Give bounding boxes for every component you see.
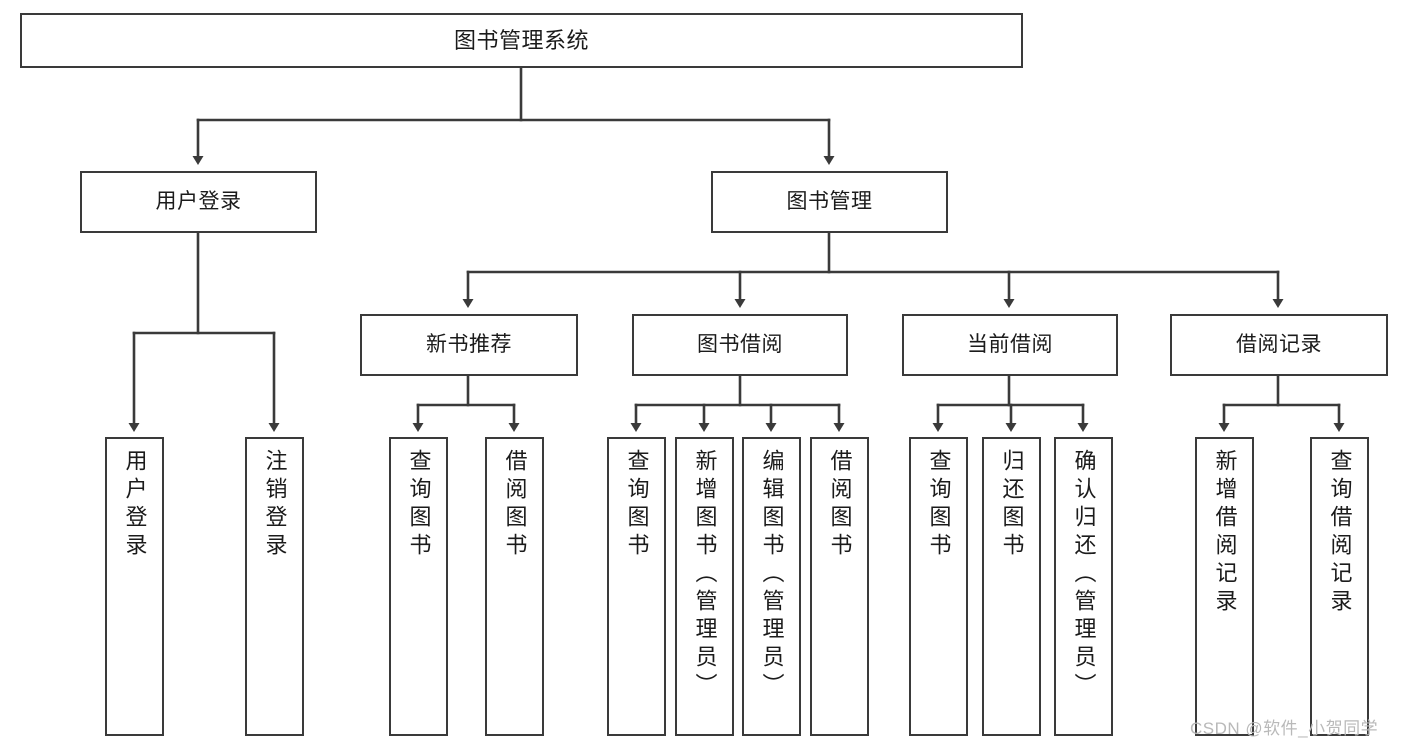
node-borrow-record[interactable]: 借阅记录 [1170,314,1388,376]
node-leaf-return-book[interactable]: 归还图书 [982,437,1041,736]
node-leaf-query-book-borrow-label: 查询图书 [624,449,650,561]
node-new-book-recommend[interactable]: 新书推荐 [360,314,578,376]
node-leaf-query-book-borrow[interactable]: 查询图书 [607,437,666,736]
node-leaf-confirm-return-admin[interactable]: 确认归还（管理员） [1054,437,1113,736]
node-leaf-edit-book-admin[interactable]: 编辑图书（管理员） [742,437,801,736]
node-root[interactable]: 图书管理系统 [20,13,1023,68]
node-leaf-query-borrow-record-label: 查询借阅记录 [1327,449,1353,617]
node-book-borrow-label: 图书借阅 [697,332,783,356]
node-leaf-query-borrow-record[interactable]: 查询借阅记录 [1310,437,1369,736]
node-book-manage-label: 图书管理 [786,189,873,213]
node-leaf-edit-book-admin-label: 编辑图书（管理员） [759,449,785,701]
node-leaf-query-book-current-label: 查询图书 [926,449,952,561]
node-leaf-confirm-return-admin-label: 确认归还（管理员） [1071,449,1097,701]
node-leaf-query-book-rec-label: 查询图书 [406,449,432,561]
node-leaf-return-book-label: 归还图书 [999,449,1025,561]
node-leaf-borrow-book[interactable]: 借阅图书 [810,437,869,736]
node-leaf-query-book-current[interactable]: 查询图书 [909,437,968,736]
node-user-login[interactable]: 用户登录 [80,171,317,233]
node-root-label: 图书管理系统 [453,27,589,53]
node-leaf-borrow-book-label: 借阅图书 [827,449,853,561]
node-leaf-add-book-admin[interactable]: 新增图书（管理员） [675,437,734,736]
node-leaf-user-login[interactable]: 用户登录 [105,437,164,736]
node-current-borrow[interactable]: 当前借阅 [902,314,1118,376]
node-leaf-logout[interactable]: 注销登录 [245,437,304,736]
node-leaf-borrow-book-rec-label: 借阅图书 [502,449,528,561]
node-leaf-query-book-rec[interactable]: 查询图书 [389,437,448,736]
node-leaf-borrow-book-rec[interactable]: 借阅图书 [485,437,544,736]
node-user-login-label: 用户登录 [155,189,242,213]
node-leaf-add-book-admin-label: 新增图书（管理员） [692,449,718,701]
node-book-manage[interactable]: 图书管理 [711,171,948,233]
node-borrow-record-label: 借阅记录 [1236,332,1322,356]
node-leaf-add-borrow-record-label: 新增借阅记录 [1212,449,1238,617]
csdn-watermark: CSDN @软件_小贺同学 [1190,719,1379,738]
node-current-borrow-label: 当前借阅 [967,332,1053,356]
node-leaf-logout-label: 注销登录 [262,449,288,561]
node-new-book-recommend-label: 新书推荐 [426,332,512,356]
node-leaf-add-borrow-record[interactable]: 新增借阅记录 [1195,437,1254,736]
node-leaf-user-login-label: 用户登录 [122,449,148,561]
node-book-borrow[interactable]: 图书借阅 [632,314,848,376]
